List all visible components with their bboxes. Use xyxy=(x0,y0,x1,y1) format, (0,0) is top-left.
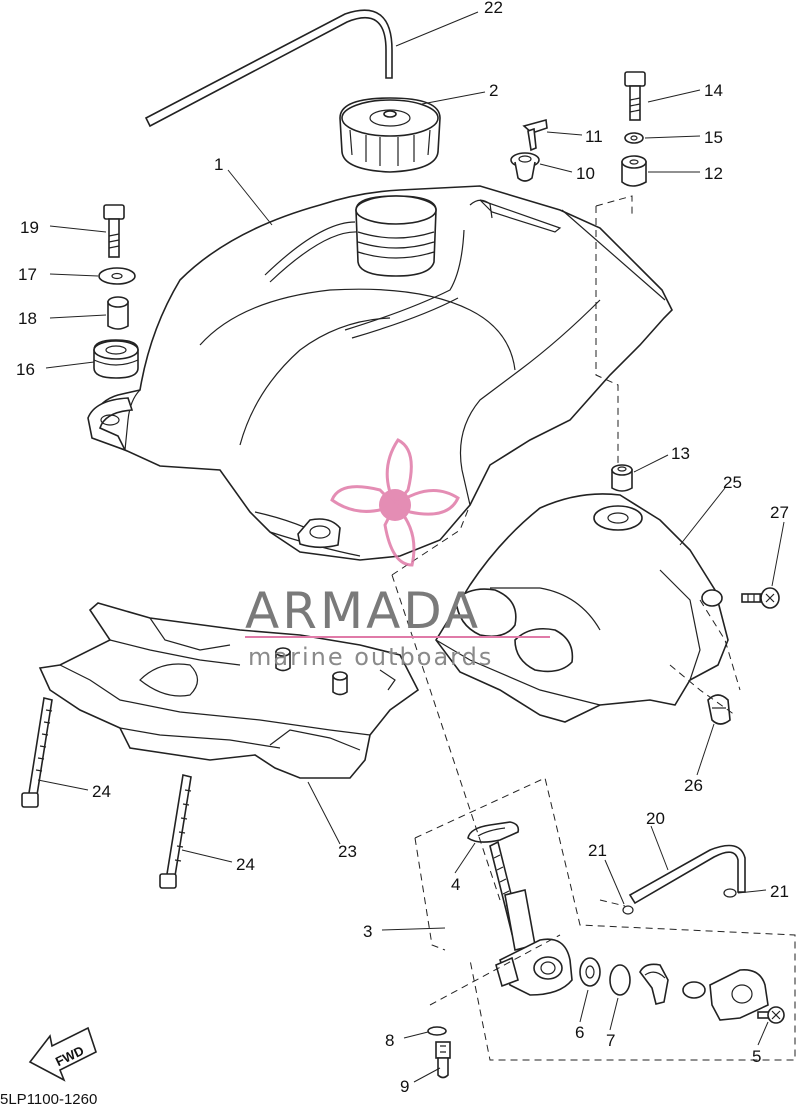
watermark-brand: ARMADA xyxy=(245,582,481,640)
lever-body xyxy=(639,963,669,1005)
collar-13 xyxy=(611,464,633,492)
callout-15: 15 xyxy=(704,128,723,147)
callout-8: 8 xyxy=(385,1031,394,1050)
screw-5 xyxy=(757,1006,785,1024)
callout-3: 3 xyxy=(363,922,372,941)
washer-8 xyxy=(427,1026,447,1036)
bolt-9 xyxy=(435,1041,451,1079)
clip-21b xyxy=(723,888,737,898)
fuel-hose-20 xyxy=(628,844,746,905)
breather-hose-22 xyxy=(144,9,393,128)
callout-12: 12 xyxy=(704,164,723,183)
callout-26: 26 xyxy=(684,776,703,795)
screw-27 xyxy=(741,587,780,609)
diaphragm-6 xyxy=(579,957,601,987)
washer-15 xyxy=(624,132,644,144)
skid-plate-23 xyxy=(38,602,420,779)
screw-11 xyxy=(522,118,548,152)
dashed-guides xyxy=(391,195,796,1061)
callout-24-right: 24 xyxy=(236,855,255,874)
callout-17: 17 xyxy=(18,265,37,284)
callout-21-right: 21 xyxy=(770,882,789,901)
fuel-tank-1 xyxy=(87,185,673,561)
callout-25: 25 xyxy=(723,473,742,492)
callout-18: 18 xyxy=(18,309,37,328)
callout-13: 13 xyxy=(671,444,690,463)
propeller-logo-icon xyxy=(330,438,460,567)
callout-4: 4 xyxy=(451,875,460,894)
callout-11: 11 xyxy=(585,127,603,146)
callout-2: 2 xyxy=(489,81,498,100)
clip-21a xyxy=(622,905,634,915)
callout-16: 16 xyxy=(16,360,35,379)
damper-16 xyxy=(93,339,139,379)
callout-5: 5 xyxy=(752,1047,761,1066)
callout-1: 1 xyxy=(214,155,223,174)
fuel-cap-2 xyxy=(339,97,441,173)
callout-23: 23 xyxy=(338,842,357,861)
diagram-part-code: 5LP1100-1260 xyxy=(0,1091,97,1106)
fuel-cock-3 xyxy=(489,840,573,996)
fuel-tank-cover-25 xyxy=(435,493,729,723)
callout-14: 14 xyxy=(704,81,723,100)
watermark-rule xyxy=(245,636,550,638)
callout-21-left: 21 xyxy=(588,841,607,860)
callout-20: 20 xyxy=(646,809,665,828)
o-ring-7 xyxy=(609,964,631,996)
callout-27: 27 xyxy=(770,503,789,522)
washer-17 xyxy=(98,267,136,285)
cable-tie-24a xyxy=(21,697,53,808)
callout-10: 10 xyxy=(576,164,595,183)
callout-6: 6 xyxy=(575,1023,584,1042)
callout-numbers: 1 2 3 4 5 6 7 8 9 10 11 12 13 14 15 16 1… xyxy=(16,0,789,1096)
watermark-tagline: marine outboards xyxy=(248,643,493,671)
damper-12 xyxy=(621,155,647,187)
fwd-arrow-icon: FWD xyxy=(28,1026,97,1082)
bolt-14 xyxy=(624,71,646,121)
callout-7: 7 xyxy=(606,1031,615,1050)
grommet-10 xyxy=(510,152,540,182)
callout-19: 19 xyxy=(20,218,39,237)
clip-26 xyxy=(707,694,731,725)
callout-9: 9 xyxy=(400,1077,409,1096)
watermark: ARMADA marine outboards xyxy=(245,438,550,671)
cable-tie-24b xyxy=(159,774,192,889)
callout-24-left: 24 xyxy=(92,782,111,801)
collar-18 xyxy=(107,296,129,330)
callout-22: 22 xyxy=(484,0,503,17)
cover-plate xyxy=(682,968,769,1021)
gasket-4 xyxy=(467,821,520,843)
leader-lines xyxy=(37,11,785,1083)
bolt-19 xyxy=(103,204,125,258)
